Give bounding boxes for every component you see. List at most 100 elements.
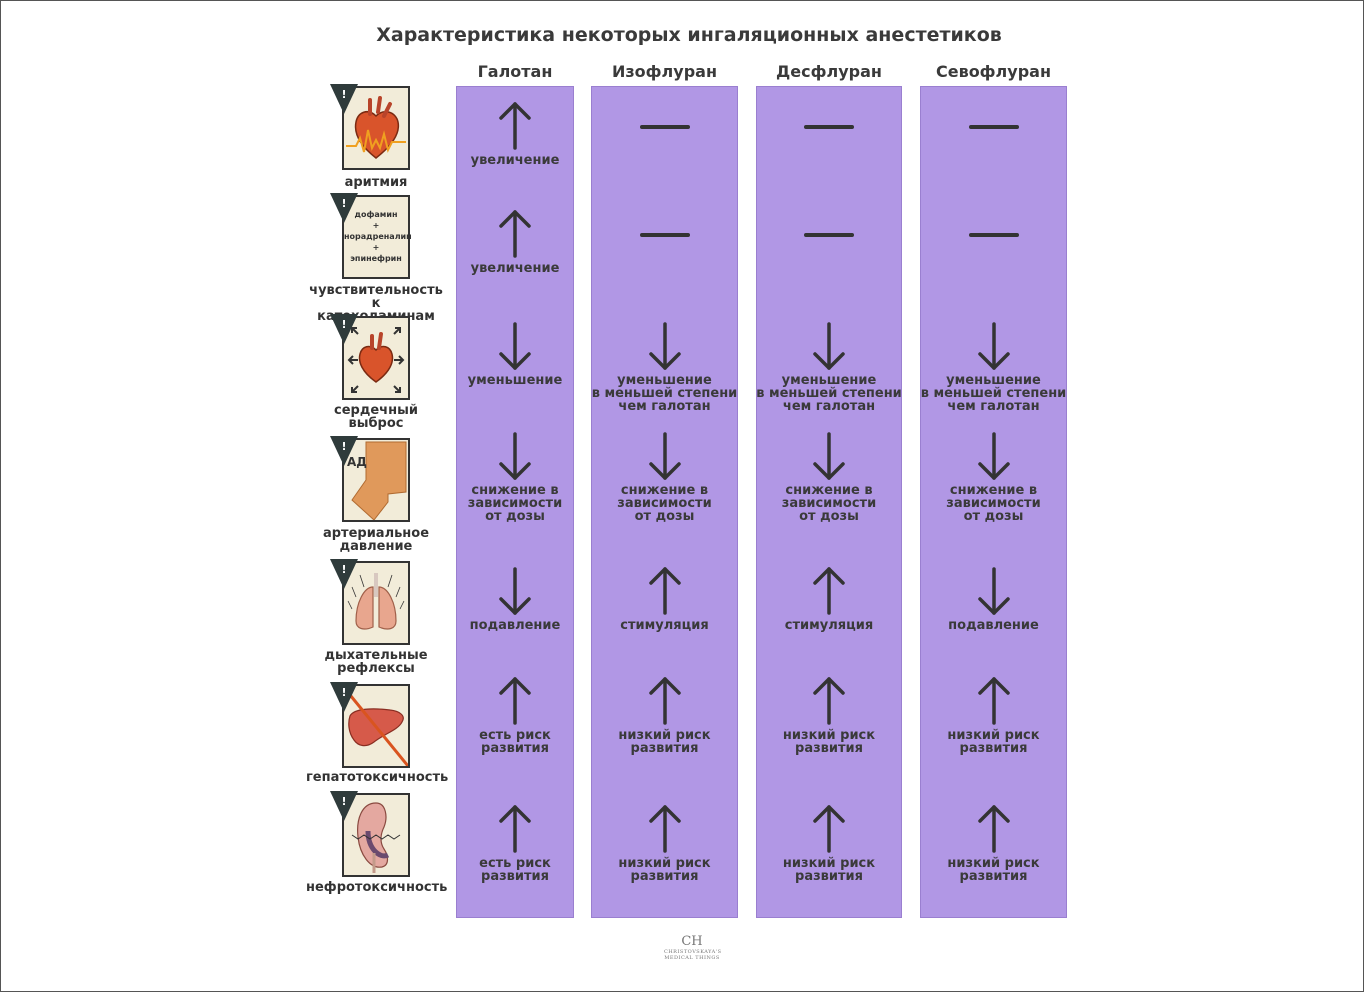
warning-icon: ! [330,791,358,821]
row-label-cardiac-output: сердечный выброс [334,403,418,431]
cell-desflurane-row-3: уменьшение в меньшей степени чем галотан [756,320,902,413]
bp-icon-text: АД [347,455,367,469]
arrow-up-icon [648,567,681,615]
cell-halothane-row-2: увеличение [456,208,574,275]
arrow-up-icon [977,805,1010,853]
arrow-up-icon [648,805,681,853]
warning-icon: ! [330,436,358,466]
cell-desflurane-row-2 [756,208,902,260]
arrow-down-icon [813,322,845,370]
arrow-up-icon [499,102,531,150]
cardiac-output-heart-icon [342,316,410,400]
cell-text: снижение в зависимости от дозы [946,483,1041,524]
column-header-desflurane: Десфлуран [776,62,882,81]
noradrenaline-text: норадреналин [344,232,412,241]
plus-text: + [372,243,380,252]
liver-crossed-icon [342,684,410,768]
cell-isoflurane-row-6: низкий риск развития [591,675,738,755]
lungs-icon [342,561,410,645]
cell-halothane-row-5: подавление [456,565,574,632]
column-header-halothane: Галотан [477,62,553,81]
arrow-up-icon [813,567,845,615]
cell-text: низкий риск развития [782,856,876,884]
cell-isoflurane-row-2 [591,208,738,260]
cell-halothane-row-3: уменьшение [456,320,574,387]
cell-desflurane-row-1 [756,100,902,152]
epinephrine-text: эпинефрин [350,254,402,263]
page-title: Характеристика некоторых ингаляционных а… [376,24,1002,46]
no-change-dash-icon [804,125,854,129]
cell-text: уменьшение в меньшей степени чем галотан [591,373,738,414]
cell-isoflurane-row-1 [591,100,738,152]
svg-text:!: ! [341,563,346,576]
column-desflurane [756,86,902,918]
logo-subtext: MEDICAL THINGS [664,955,720,961]
arrow-down-icon [648,432,681,480]
cell-isoflurane-row-5: стимуляция [591,565,738,632]
column-sevoflurane [920,86,1067,918]
cell-text: стимуляция [784,618,874,633]
row-label-nephrotoxicity: нефротоксичность [306,880,448,895]
cell-halothane-row-4: снижение в зависимости от дозы [456,430,574,523]
cell-isoflurane-row-3: уменьшение в меньшей степени чем галотан [591,320,738,413]
cell-desflurane-row-6: низкий риск развития [756,675,902,755]
svg-text:!: ! [341,88,346,101]
catecholamines-icon: дофамин + норадреналин + эпинефрин [342,195,412,279]
arrow-down-icon [977,322,1010,370]
cell-sevoflurane-row-5: подавление [920,565,1067,632]
kidney-icon [342,793,410,877]
cell-sevoflurane-row-6: низкий риск развития [920,675,1067,755]
arrow-down-icon [648,322,681,370]
cell-text: низкий риск развития [947,856,1040,884]
arrow-down-icon [499,432,531,480]
cell-text: снижение в зависимости от дозы [617,483,712,524]
row-label-arrhythmia: аритмия [344,175,408,190]
logo-mark: CH [681,934,703,949]
arrow-down-icon [813,432,845,480]
svg-text:!: ! [341,197,346,210]
svg-text:!: ! [341,795,346,808]
arrow-down-icon [977,567,1010,615]
cell-desflurane-row-4: снижение в зависимости от дозы [756,430,902,523]
arrow-up-icon [977,677,1010,725]
row-label-respiratory-reflexes: дыхательные рефлексы [324,648,428,676]
row-label-blood-pressure: артериальное давление [322,526,430,554]
arrow-up-icon [499,805,531,853]
warning-icon: ! [330,314,358,344]
column-header-sevoflurane: Севофлуран [935,62,1052,81]
no-change-dash-icon [968,233,1019,237]
row-label-hepatotoxicity: гепатотоксичность [306,770,449,785]
cell-text: стимуляция [620,618,709,633]
cell-text: увеличение [470,261,560,276]
arrow-up-icon [813,677,845,725]
cell-text: снижение в зависимости от дозы [467,483,563,524]
column-isoflurane [591,86,738,918]
svg-text:!: ! [341,686,346,699]
no-change-dash-icon [804,233,854,237]
cell-desflurane-row-7: низкий риск развития [756,803,902,883]
cell-halothane-row-6: есть риск развития [456,675,574,755]
cell-text: подавление [469,618,561,633]
cell-isoflurane-row-4: снижение в зависимости от дозы [591,430,738,523]
cell-isoflurane-row-7: низкий риск развития [591,803,738,883]
cell-text: есть риск развития [479,728,551,756]
warning-icon: ! [330,682,358,712]
arrow-up-icon [813,805,845,853]
cell-sevoflurane-row-1 [920,100,1067,152]
cell-text: снижение в зависимости от дозы [781,483,877,524]
svg-text:!: ! [341,440,346,453]
cell-text: уменьшение [467,373,563,388]
cell-text: увеличение [470,153,560,168]
svg-text:!: ! [341,318,346,331]
cell-text: подавление [948,618,1039,633]
warning-icon: ! [330,559,358,589]
no-change-dash-icon [639,233,690,237]
cell-halothane-row-7: есть риск развития [456,803,574,883]
brand-logo: CH CHRISTOVSKAYA'S MEDICAL THINGS [664,934,721,962]
cell-text: есть риск развития [479,856,551,884]
plus-text: + [372,221,380,230]
cell-text: уменьшение в меньшей степени чем галотан [920,373,1067,414]
cell-sevoflurane-row-7: низкий риск развития [920,803,1067,883]
warning-icon: ! [330,84,358,114]
arrow-up-icon [499,210,531,258]
